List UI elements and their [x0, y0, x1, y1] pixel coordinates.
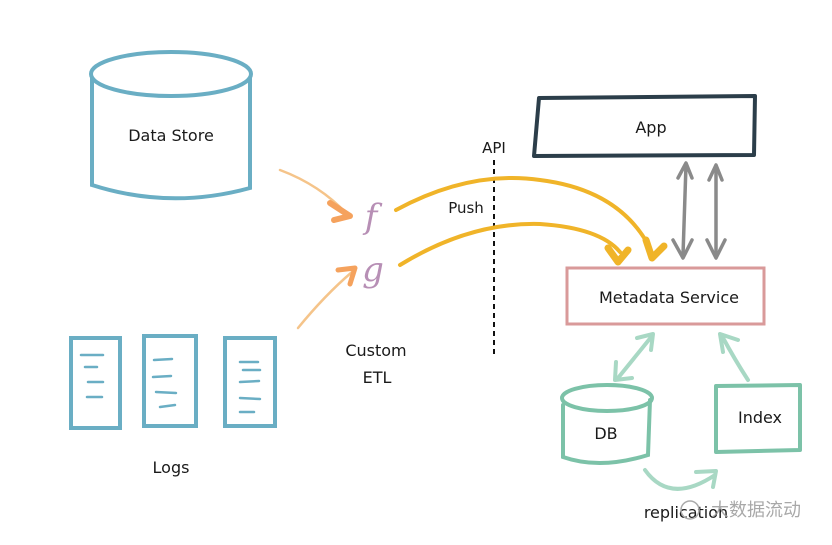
metadata-service-label: Metadata Service: [599, 288, 739, 307]
db-node: DB: [560, 383, 654, 465]
arrowhead-g: [335, 265, 358, 287]
logs-node: Logs: [69, 334, 277, 477]
metadata-service-box: [565, 266, 766, 326]
push-arrow-g: [398, 221, 622, 267]
index-box: [714, 383, 802, 454]
index-metadata-arrow: [718, 332, 750, 382]
push-label: Push: [448, 199, 484, 217]
db-metadata-arrow: [613, 332, 655, 382]
function-f: f: [362, 197, 383, 237]
index-label: Index: [738, 408, 782, 427]
db-body: [561, 398, 652, 465]
api-label: API: [482, 139, 506, 157]
data-store-label: Data Store: [128, 126, 214, 145]
data-store-top: [89, 50, 253, 98]
log-document: [142, 334, 198, 428]
data-store-node: Data Store: [89, 50, 253, 201]
app-label: App: [635, 118, 666, 137]
app-node: App: [532, 94, 757, 158]
log-document: [69, 336, 122, 430]
metadata-service-node: Metadata Service: [565, 266, 766, 326]
push-arrow-f: [394, 176, 652, 250]
data-store-body: [90, 76, 252, 201]
custom-etl-label-line1: Custom: [345, 341, 406, 360]
watermark-text: 大数据流动: [711, 500, 801, 521]
custom-etl-label-line2: ETL: [363, 368, 392, 387]
app-metadata-arrow-1: [671, 161, 694, 260]
index-node: Index: [714, 383, 802, 454]
replication-label: replication: [644, 503, 728, 522]
db-label: DB: [594, 424, 617, 443]
app-metadata-arrow-2: [705, 163, 727, 260]
logs-label: Logs: [153, 458, 190, 477]
push-arrowhead-f: [642, 236, 668, 262]
watermark: 大数据流动: [680, 500, 801, 521]
replication-arrow: [643, 468, 718, 491]
function-g: g: [362, 250, 384, 290]
app-box: [532, 94, 757, 158]
push-arrowhead-g: [604, 244, 632, 266]
arrow-logs-to-g: [296, 270, 354, 330]
watermark-logo-icon: [680, 500, 700, 520]
db-top: [560, 383, 654, 413]
log-document: [223, 336, 277, 428]
arrowhead-f: [327, 200, 353, 223]
